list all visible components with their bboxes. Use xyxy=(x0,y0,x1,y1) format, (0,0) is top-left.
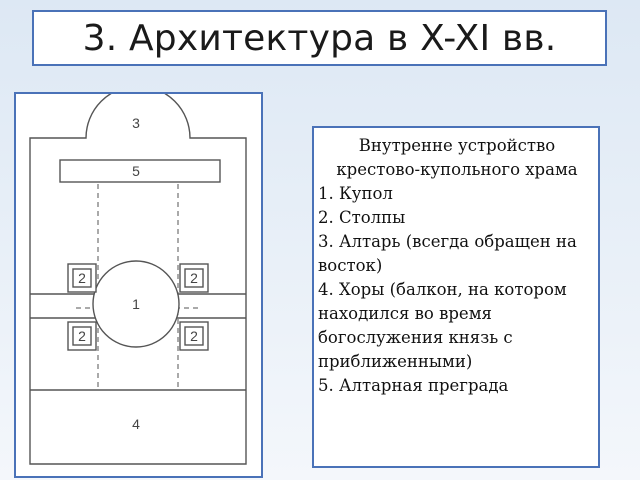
legend-item-3: 3. Алтарь (всегда обращен на восток) xyxy=(318,232,577,275)
legend-panel: Внутренне устройство крестово-купольного… xyxy=(312,126,600,468)
legend-item-5: 5. Алтарная преграда xyxy=(318,376,509,395)
label-pillar-br: 2 xyxy=(190,328,198,344)
label-pillar-bl: 2 xyxy=(78,328,86,344)
label-pillar-tl: 2 xyxy=(78,270,86,286)
altar-barrier xyxy=(59,159,221,183)
label-pillar-tr: 2 xyxy=(190,270,198,286)
plan-outline xyxy=(29,94,247,465)
dome-circle xyxy=(92,260,180,348)
legend-item-4: 4. Хоры (балкон, на котором находился во… xyxy=(318,280,567,371)
label-apse: 3 xyxy=(132,115,140,131)
church-floor-plan-diagram: 3 5 1 2 2 2 2 4 xyxy=(29,94,247,465)
slide-title-box: 3. Архитектура в X-XI вв. xyxy=(32,10,607,66)
legend-item-1: 1. Купол xyxy=(318,184,393,203)
legend-heading: Внутренне устройство крестово-купольного… xyxy=(336,136,578,179)
slide-title: 3. Архитектура в X-XI вв. xyxy=(82,17,557,59)
legend-item-2: 2. Столпы xyxy=(318,208,406,227)
label-barrier: 5 xyxy=(132,163,140,179)
church-plan-panel: 3 5 1 2 2 2 2 4 xyxy=(14,92,263,478)
label-dome: 1 xyxy=(132,296,140,312)
label-gallery: 4 xyxy=(132,416,140,432)
